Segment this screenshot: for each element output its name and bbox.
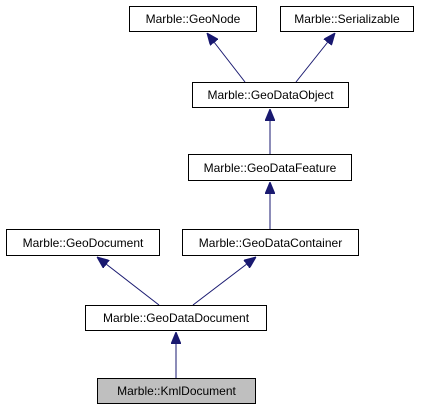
class-node-geodataobject[interactable]: Marble::GeoDataObject — [192, 82, 349, 108]
edge-geodataobject-to-geonode — [207, 33, 246, 83]
class-node-geonode[interactable]: Marble::GeoNode — [129, 6, 257, 32]
class-node-geodatacontainer[interactable]: Marble::GeoDataContainer — [182, 229, 359, 256]
class-node-label: Marble::GeoDataObject — [207, 88, 334, 102]
class-node-label: Marble::KmlDocument — [117, 384, 236, 398]
class-node-serializable[interactable]: Marble::Serializable — [280, 6, 414, 32]
class-node-label: Marble::GeoDataDocument — [102, 311, 250, 325]
class-node-label: Marble::Serializable — [294, 12, 400, 26]
edge-geodatadocument-to-geodocument — [97, 257, 160, 306]
class-node-geodatadocument[interactable]: Marble::GeoDataDocument — [85, 305, 267, 331]
class-node-geodocument[interactable]: Marble::GeoDocument — [6, 229, 160, 256]
class-node-geodatafeature[interactable]: Marble::GeoDataFeature — [188, 154, 352, 181]
class-node-label: Marble::GeoDataFeature — [203, 160, 337, 175]
class-node-label: Marble::GeoNode — [145, 12, 241, 26]
edge-geodataobject-to-serializable — [295, 33, 335, 83]
class-node-label: Marble::GeoDocument — [22, 235, 144, 250]
edge-geodatadocument-to-geodatacontainer — [192, 257, 256, 306]
class-node-kmldocument-current: Marble::KmlDocument — [97, 378, 256, 404]
class-node-label: Marble::GeoDataContainer — [198, 235, 343, 250]
